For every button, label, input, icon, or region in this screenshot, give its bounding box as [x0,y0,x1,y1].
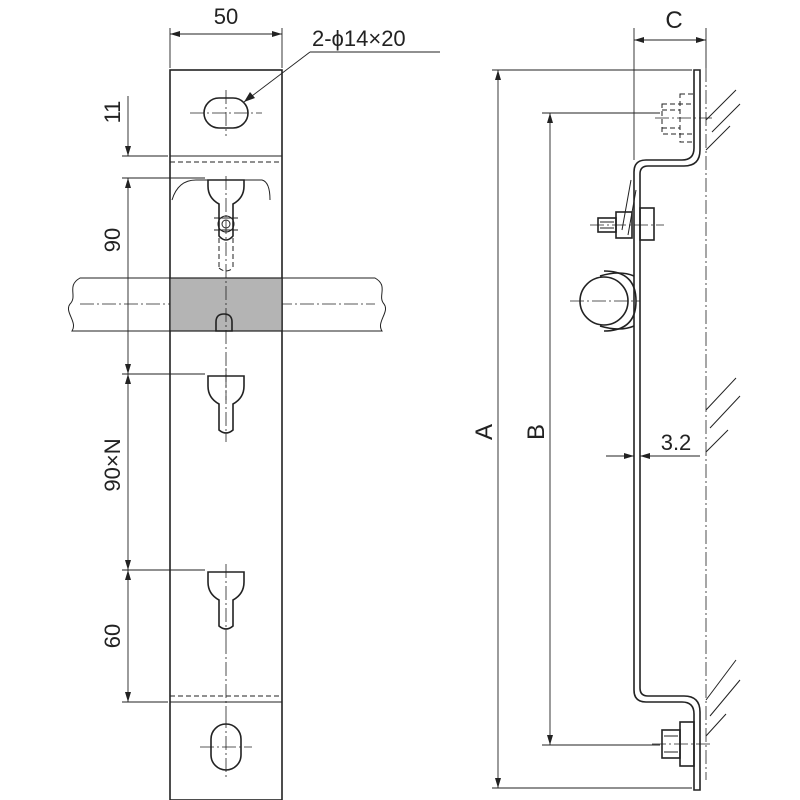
dim-b-label: B [523,424,550,440]
dim-repeat-label: 90×N [100,438,125,491]
hole-leader: 2-ϕ14×20 [243,26,440,103]
dimension-b: B [523,112,660,746]
bracket-profile-side [633,69,701,791]
bottom-bolt [652,721,712,767]
top-bolt-hidden [655,93,712,143]
bottom-oblong-hole [200,714,252,780]
wall-hatching [705,68,741,780]
dim-top-label: 11 [100,101,125,124]
pipe-band [570,270,640,332]
keyhole-slot-1 [207,176,245,400]
hole-spec-label: 2-ϕ14×20 [312,26,406,51]
dimension-thickness: 3.2 [606,430,700,459]
dimension-width: 50 [169,4,283,68]
top-oblong-hole [190,90,262,136]
keyhole-slot-2 [207,368,245,442]
dim-a-label: A [471,424,498,440]
bracket-plate-front [169,69,283,800]
dimension-c: C [633,7,707,160]
pipe [68,277,386,332]
dim-bottom-label: 60 [100,624,125,648]
dimension-a: A [471,69,692,789]
front-view: 50 2-ϕ14×20 11 90 90×N [68,4,440,800]
clamp-bolt [590,207,664,241]
side-view: C A B 3.2 [471,7,741,791]
dim-c-label: C [665,7,682,34]
keyhole-slot-3 [207,564,245,640]
vertical-dimension-chain: 11 90 90×N 60 [100,96,205,703]
dim-first-label: 90 [100,228,125,252]
width-label: 50 [214,4,238,29]
thickness-label: 3.2 [661,430,692,455]
